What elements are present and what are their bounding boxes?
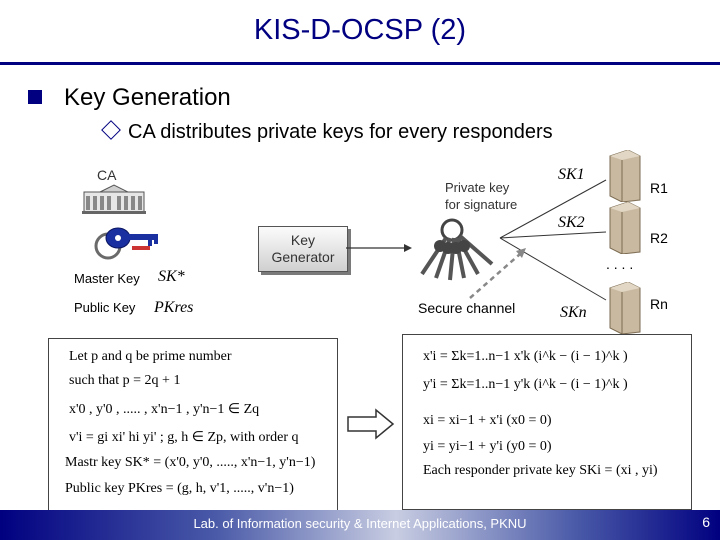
formula-line: Mastr key SK* = (x'0, y'0, ....., x'n−1,…: [65, 455, 315, 471]
server-icon: [606, 202, 642, 254]
formula-line: Each responder private key SKi = (xi , y…: [423, 463, 658, 479]
formula-line: v'i = gi xi' hi yi' ; g, h ∈ Zp, with or…: [69, 429, 298, 446]
responder-label-rn: Rn: [650, 296, 668, 312]
formula-line: yi = yi−1 + y'i (y0 = 0): [423, 439, 552, 455]
right-arrow-icon: [346, 408, 396, 440]
formula-line: x'0 , y'0 , ..... , x'n−1 , y'n−1 ∈ Zq: [69, 401, 259, 418]
responders-ellipsis: . . . .: [606, 256, 633, 272]
sk1-label: SK1: [558, 166, 585, 184]
secure-channel-arrow: [470, 254, 520, 298]
formula-line: such that p = 2q + 1: [69, 373, 180, 389]
server-icon: [606, 150, 642, 202]
sk2-label: SK2: [558, 214, 585, 232]
skn-label: SKn: [560, 304, 587, 322]
left-formula-panel: Let p and q be prime number such that p …: [48, 338, 338, 512]
formula-line: Let p and q be prime number: [69, 349, 232, 365]
responder-label-r1: R1: [650, 180, 668, 196]
footer-text: Lab. of Information security & Internet …: [0, 516, 720, 531]
formula-line: y'i = Σk=1..n−1 y'k (i^k − (i − 1)^k ): [423, 377, 628, 393]
responder-label-r2: R2: [650, 230, 668, 246]
secure-channel-label: Secure channel: [418, 300, 515, 316]
formula-line: xi = xi−1 + x'i (x0 = 0): [423, 413, 552, 429]
page-number: 6: [680, 514, 710, 530]
formula-line: Public key PKres = (g, h, v'1, ....., v'…: [65, 481, 294, 497]
server-icon: [606, 282, 642, 334]
formula-line: x'i = Σk=1..n−1 x'k (i^k − (i − 1)^k ): [423, 349, 628, 365]
right-formula-panel: x'i = Σk=1..n−1 x'k (i^k − (i − 1)^k ) y…: [402, 334, 692, 510]
